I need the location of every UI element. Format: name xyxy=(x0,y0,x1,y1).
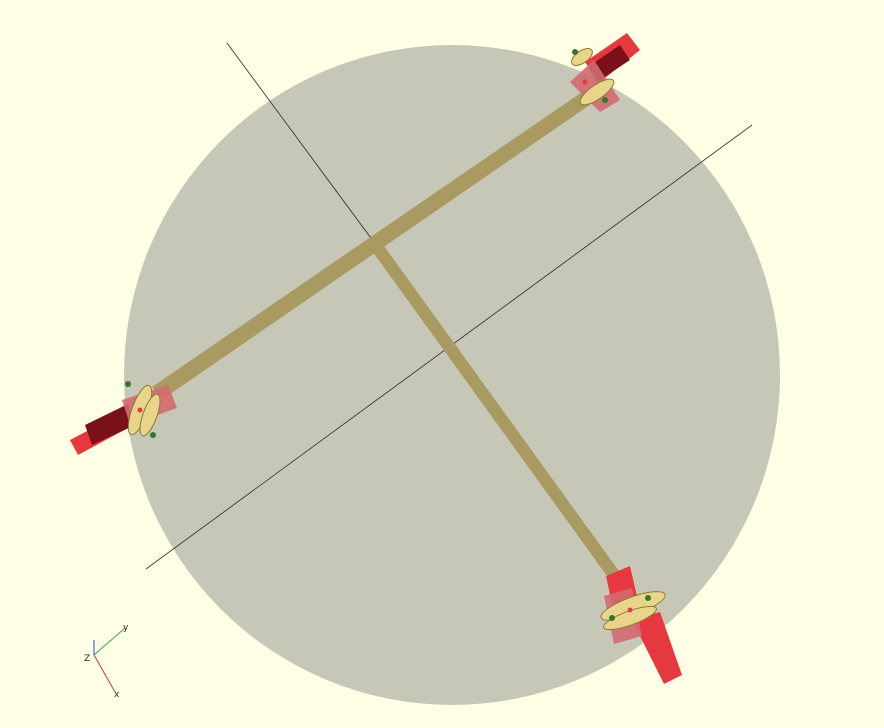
gear-hub xyxy=(645,595,651,601)
base-plate xyxy=(124,45,780,705)
axis-indicator-x xyxy=(93,654,116,693)
gear-ring xyxy=(603,605,657,631)
frame-arms xyxy=(152,90,621,576)
axes-indicator: Z y x xyxy=(84,623,129,700)
motor-assembly-left xyxy=(70,381,177,455)
axis-indicator-z-label: Z xyxy=(84,654,90,664)
gear-hub xyxy=(602,97,608,103)
gear-hub xyxy=(627,607,633,613)
arm-long xyxy=(152,90,594,399)
gear-hub xyxy=(582,79,588,85)
gear-hub xyxy=(150,432,156,438)
gear-hub xyxy=(137,407,143,413)
gear-ring xyxy=(579,78,615,106)
gear-ring xyxy=(139,393,161,437)
motor-body xyxy=(85,404,135,445)
arm-short xyxy=(370,246,621,576)
motor-mount-lower xyxy=(632,612,682,684)
gear-hub xyxy=(125,381,131,387)
axis-indicator-x-label: x xyxy=(114,690,120,700)
gear-hub xyxy=(609,615,615,621)
motor-assembly-top-right xyxy=(570,33,640,112)
axis-indicator-y xyxy=(93,627,126,656)
gear-ring xyxy=(571,48,593,66)
gear-hub xyxy=(572,49,578,55)
motor-assembly-bottom-right xyxy=(600,566,682,684)
axis-indicator-y-label: y xyxy=(123,623,129,633)
